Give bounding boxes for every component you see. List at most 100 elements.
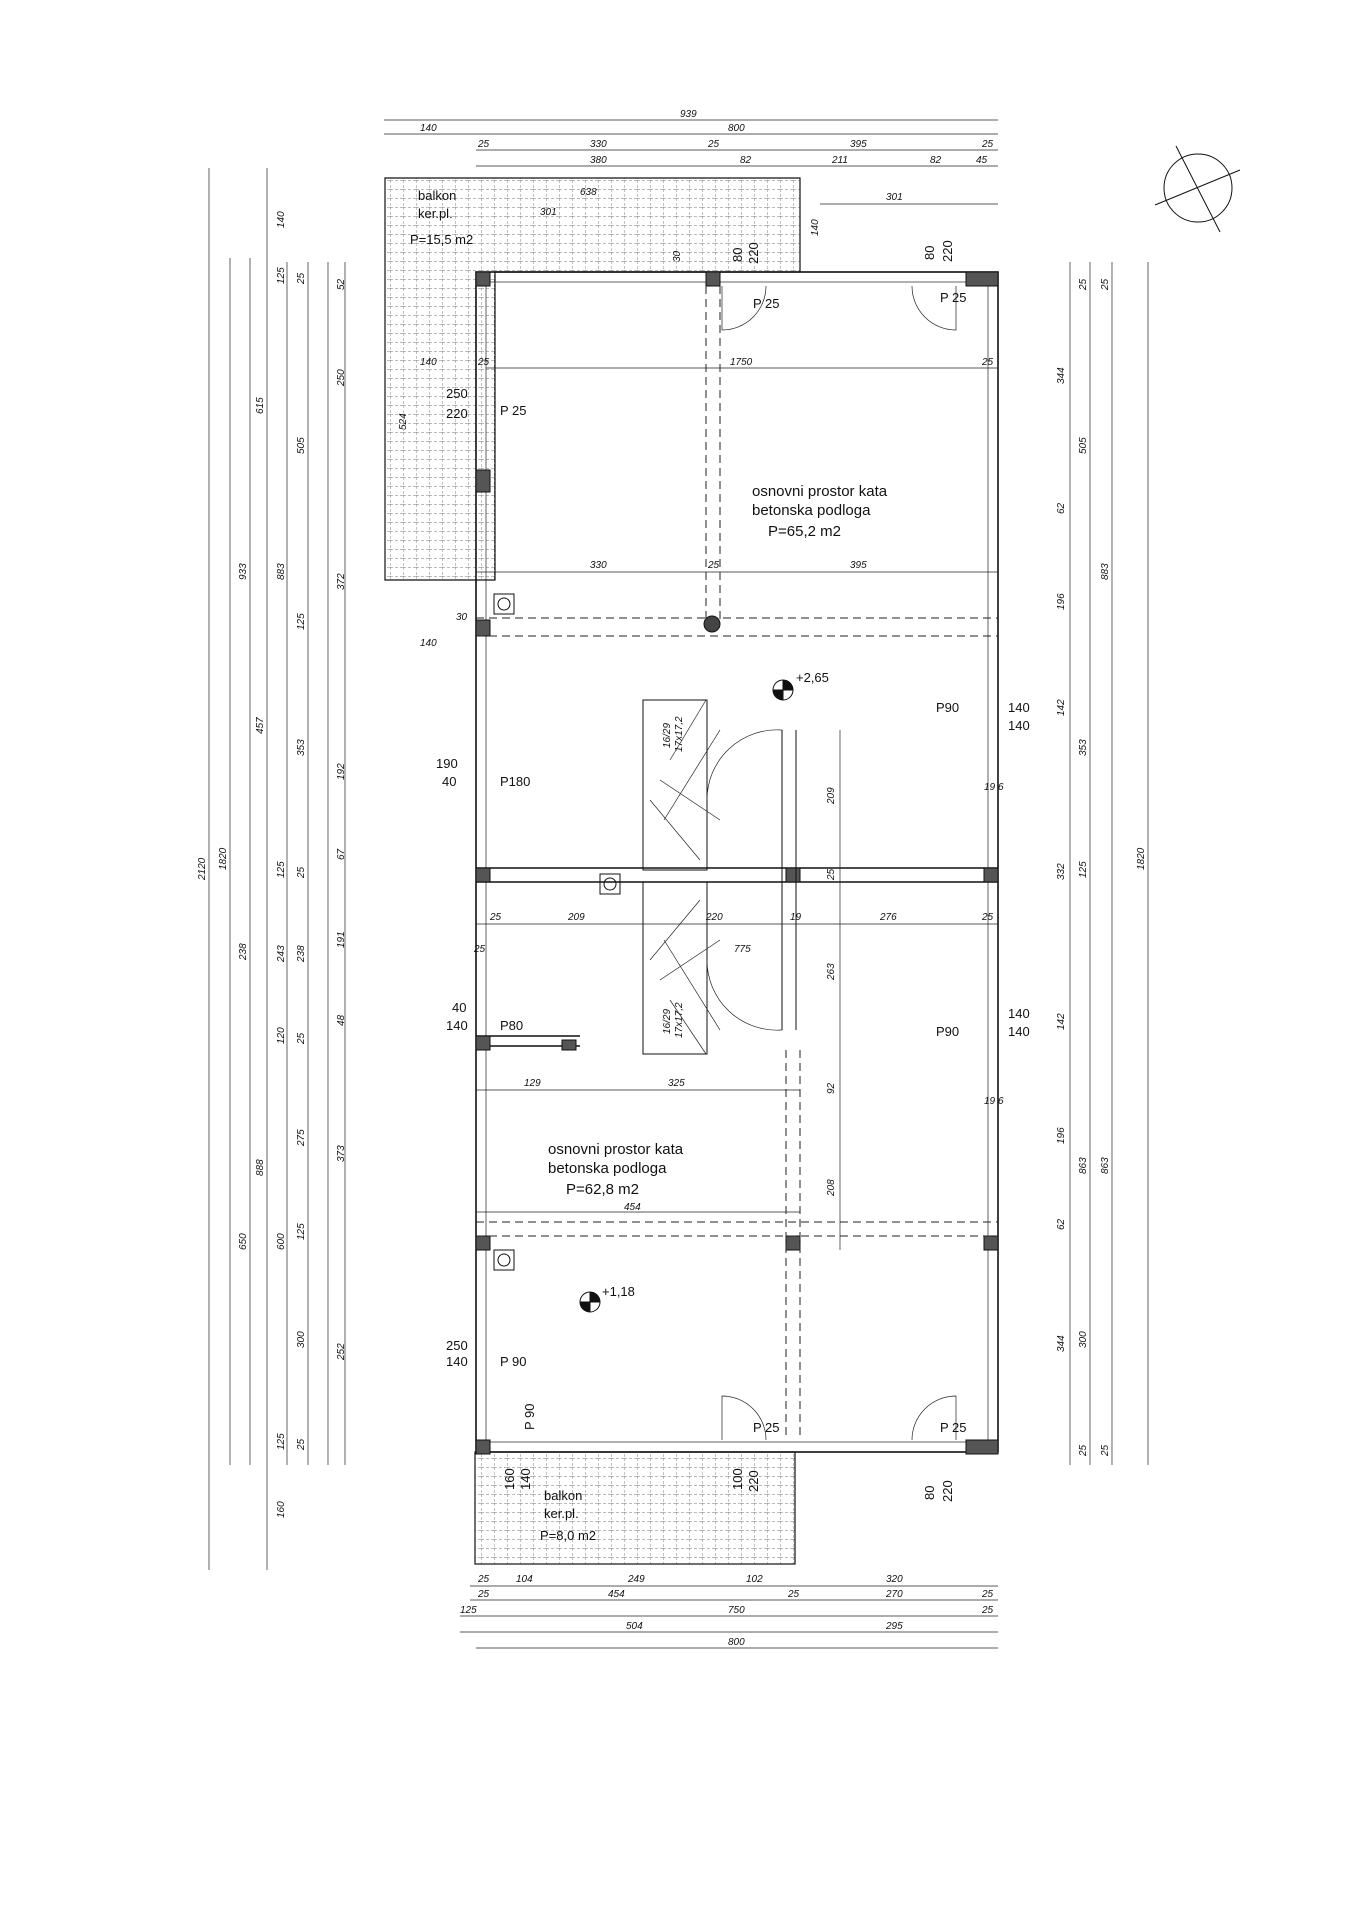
dim-125-left-d: 125 [296,613,307,630]
dim-25-bottom-b: 25 [477,1589,490,1600]
right-dimensions: 1820 883 863 505 353 125 863 300 344 62 … [1056,278,1147,1457]
columns [475,271,999,1455]
opening-w250-top: 250 [446,386,468,401]
dim-25-right-b: 25 [1100,278,1111,291]
dim-25-stair-a: 25 [489,912,502,923]
opening-w220-bottom-b: 220 [746,1470,761,1492]
dim-140-left: 140 [276,211,287,228]
room-upper-area: P=65,2 m2 [768,523,841,540]
dim-505-right: 505 [1078,437,1089,454]
stair-spec-upper-a: 16/29 [662,723,673,748]
dim-270: 270 [885,1589,903,1600]
dim-142-right-a: 142 [1056,699,1067,716]
opening-w190: 190 [436,756,458,771]
dim-140-top: 140 [420,123,437,134]
dim-25-mid-r: 25 [981,357,994,368]
dim-102: 102 [746,1574,763,1585]
dim-209-vert: 209 [826,787,837,805]
dim-67: 67 [336,848,347,860]
dim-92: 92 [826,1082,837,1094]
dim-276: 276 [879,912,897,923]
opening-p90-right-lower: P90 [936,1024,959,1039]
opening-w100-bottom: 100 [730,1468,745,1490]
balcony-top-finish: ker.pl. [418,206,453,221]
dim-295: 295 [885,1621,903,1632]
dim-863-right-a: 863 [1100,1157,1111,1174]
opening-w140-right-lower-b: 140 [1008,1024,1030,1039]
dim-120: 120 [276,1027,287,1044]
dim-300-left: 300 [296,1331,307,1348]
dim-191: 191 [336,931,347,948]
dim-863-right-b: 863 [1078,1157,1089,1174]
balcony-bottom-name: balkon [544,1488,582,1503]
dim-457: 457 [255,717,266,734]
dim-25-top-b: 25 [707,139,720,150]
dim-25-left-c: 25 [296,1032,307,1045]
level-lower-label: +1,18 [602,1284,635,1299]
dim-196-right-b: 196 [1056,1127,1067,1144]
opening-w160-bottom: 160 [502,1468,517,1490]
dim-301-b: 301 [886,192,903,203]
dim-939: 939 [680,109,697,120]
opening-w140-right-lower-a: 140 [1008,1006,1030,1021]
opening-w80-top-a: 80 [922,246,937,260]
dim-249: 249 [627,1574,645,1585]
chimney-icons [493,593,721,1271]
dim-238-b: 238 [296,945,307,963]
opening-w80-top-b: 80 [730,248,745,262]
dim-220-stair: 220 [705,912,723,923]
dim-238-a: 238 [238,943,249,961]
dim-82-top-a: 82 [740,155,752,166]
dim-25-top-a: 25 [477,139,490,150]
dim-600: 600 [276,1233,287,1250]
stair-spec-lower-b: 17x17,2 [674,1002,685,1038]
dim-252: 252 [336,1343,347,1361]
dim-775: 775 [734,944,751,955]
dim-6-a: 6 [998,782,1004,793]
dim-125-right: 125 [1078,861,1089,878]
dim-325: 325 [668,1078,685,1089]
dim-19-b: 19 [984,782,996,793]
dim-25-mid: 25 [477,357,490,368]
dim-933: 933 [238,563,249,580]
dim-1820-left: 1820 [218,847,229,870]
dim-888: 888 [255,1159,266,1176]
dim-209-mid: 209 [567,912,585,923]
dim-45: 45 [976,155,988,166]
dim-62-right-b: 62 [1056,1218,1067,1230]
dim-82-top-b: 82 [930,155,942,166]
dim-454-bottom: 454 [608,1589,625,1600]
dim-25-left-b: 25 [296,866,307,879]
staircase [642,699,797,1055]
dim-25-right-a: 25 [1078,278,1089,291]
dim-380: 380 [590,155,607,166]
beams-dashed [476,286,998,1440]
opening-w250-bottom: 250 [446,1338,468,1353]
dim-25-top-c: 25 [981,139,994,150]
dim-638: 638 [580,187,597,198]
dim-373: 373 [336,1145,347,1162]
level-upper-label: +2,65 [796,670,829,685]
dim-395-top: 395 [850,139,867,150]
dim-243: 243 [276,945,287,963]
dim-25-left-d: 25 [296,1438,307,1451]
opening-p90-left: P 90 [500,1354,527,1369]
dim-125-bottom: 125 [460,1605,477,1616]
dim-300-right: 300 [1078,1331,1089,1348]
room-upper-floor: betonska podloga [752,502,871,519]
dim-505-left: 505 [296,437,307,454]
dim-344-right-b: 344 [1056,1335,1067,1352]
dim-125-left-a: 125 [276,267,287,284]
dim-25-mid-a: 25 [707,560,720,571]
dim-320: 320 [886,1574,903,1585]
dim-62-right-a: 62 [1056,502,1067,514]
dim-650: 650 [238,1233,249,1250]
dim-1820-right: 1820 [1136,847,1147,870]
dim-263: 263 [826,963,837,981]
opening-w220-bottom: 220 [940,1480,955,1502]
dim-140-mid-left: 140 [420,638,437,649]
balcony-top-area: P=15,5 m2 [410,232,473,247]
dim-30-top: 30 [672,250,683,262]
balcony-top-name: balkon [418,188,456,203]
